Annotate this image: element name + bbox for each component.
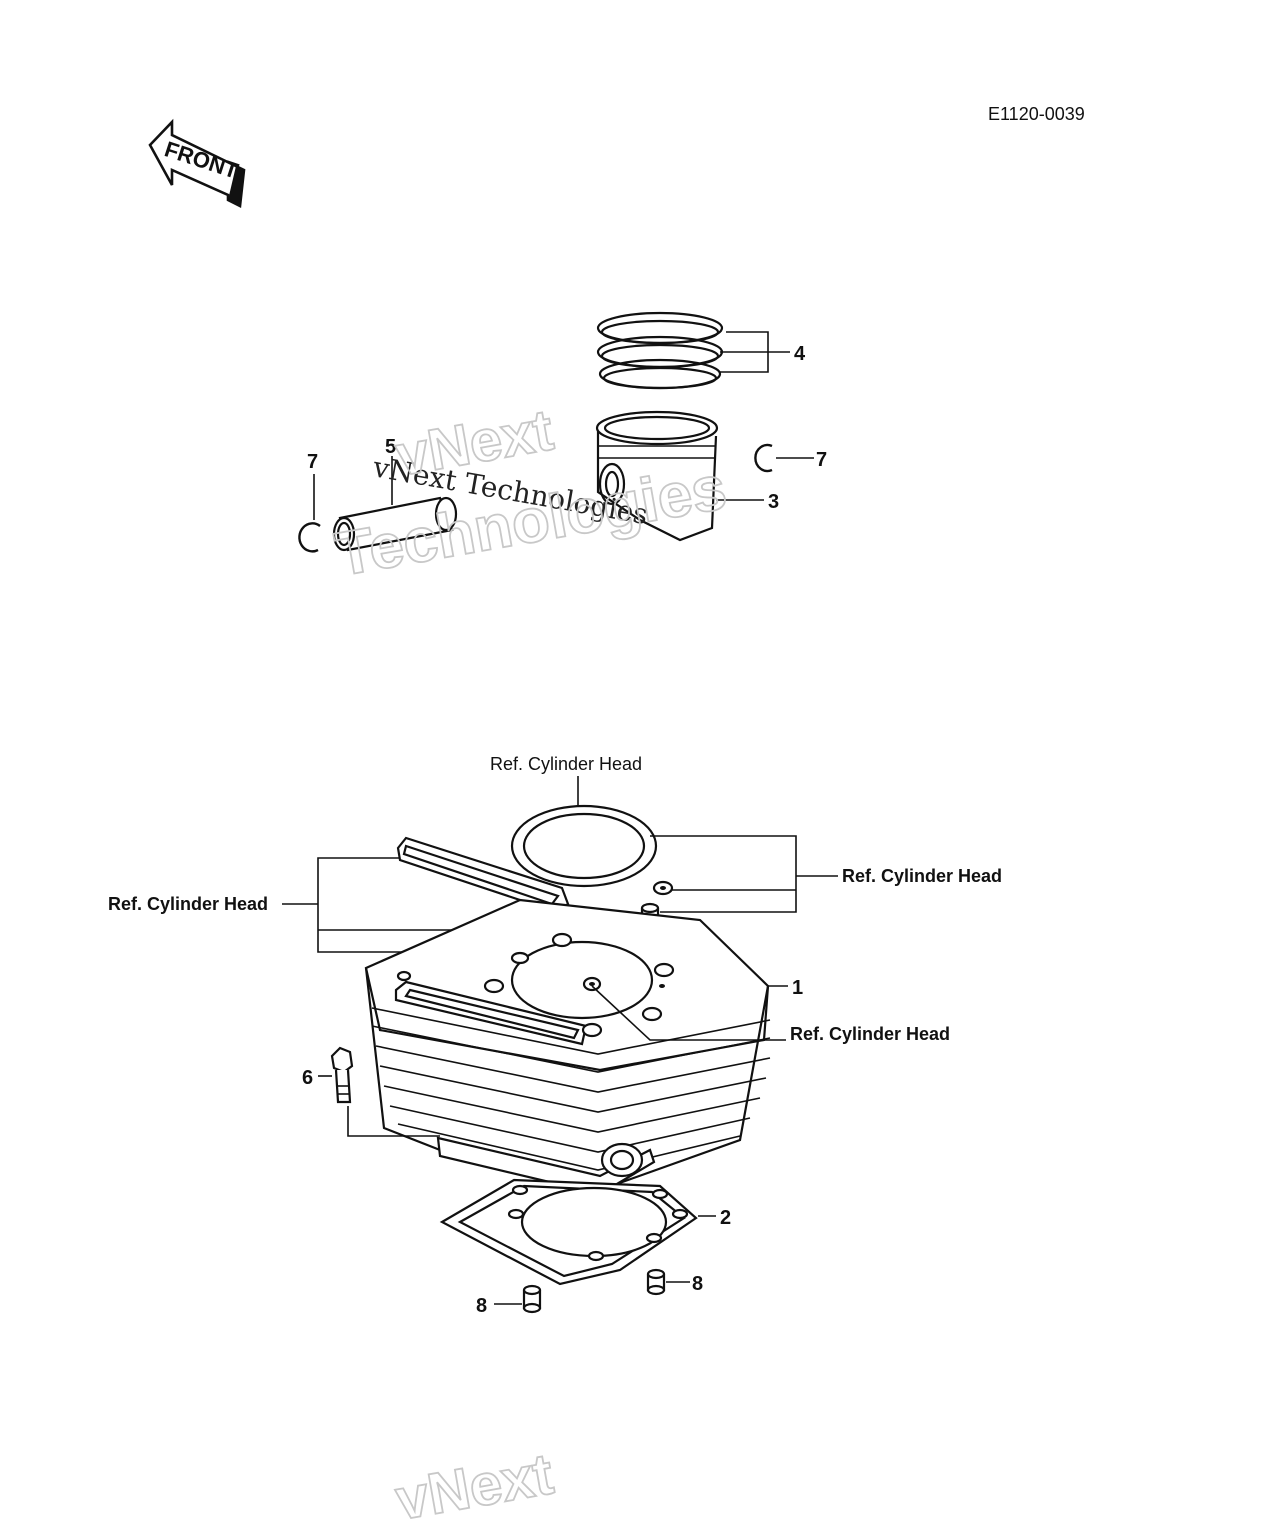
piston-rings bbox=[596, 311, 724, 390]
callout-6: 6 bbox=[302, 1067, 313, 1089]
bolt bbox=[330, 1046, 354, 1104]
front-arrow-icon: FRONT bbox=[148, 118, 246, 208]
cylinder-block bbox=[364, 898, 771, 1196]
callout-8-right: 8 bbox=[692, 1273, 703, 1295]
base-gasket bbox=[439, 1178, 698, 1286]
callout-7-left: 7 bbox=[307, 451, 318, 473]
ref-cylinder-head-left: Ref. Cylinder Head bbox=[108, 894, 268, 914]
dowel-pin-left bbox=[522, 1284, 542, 1314]
watermark-outline-bottom: vNext bbox=[391, 1441, 558, 1532]
dowel-pin-right bbox=[646, 1268, 666, 1296]
callout-1: 1 bbox=[792, 977, 803, 999]
piston-pin bbox=[332, 496, 458, 552]
callout-4: 4 bbox=[794, 343, 806, 365]
ref-cylinder-head-top: Ref. Cylinder Head bbox=[490, 754, 642, 774]
callout-5: 5 bbox=[385, 436, 396, 458]
circlip-left bbox=[298, 522, 321, 553]
head-gasket-ring bbox=[510, 804, 658, 888]
callout-7-right: 7 bbox=[816, 449, 827, 471]
watermark-outline-1: vNext bbox=[391, 397, 558, 488]
callout-3: 3 bbox=[768, 491, 779, 513]
circlip-right bbox=[754, 443, 773, 473]
ref-cylinder-head-center-right: Ref. Cylinder Head bbox=[790, 1024, 950, 1044]
callout-2: 2 bbox=[720, 1207, 731, 1229]
ref-cylinder-head-right: Ref. Cylinder Head bbox=[842, 866, 1002, 886]
diagram-code: E1120-0039 bbox=[988, 104, 1085, 124]
piston bbox=[595, 410, 719, 542]
callout-8-left: 8 bbox=[476, 1295, 487, 1317]
